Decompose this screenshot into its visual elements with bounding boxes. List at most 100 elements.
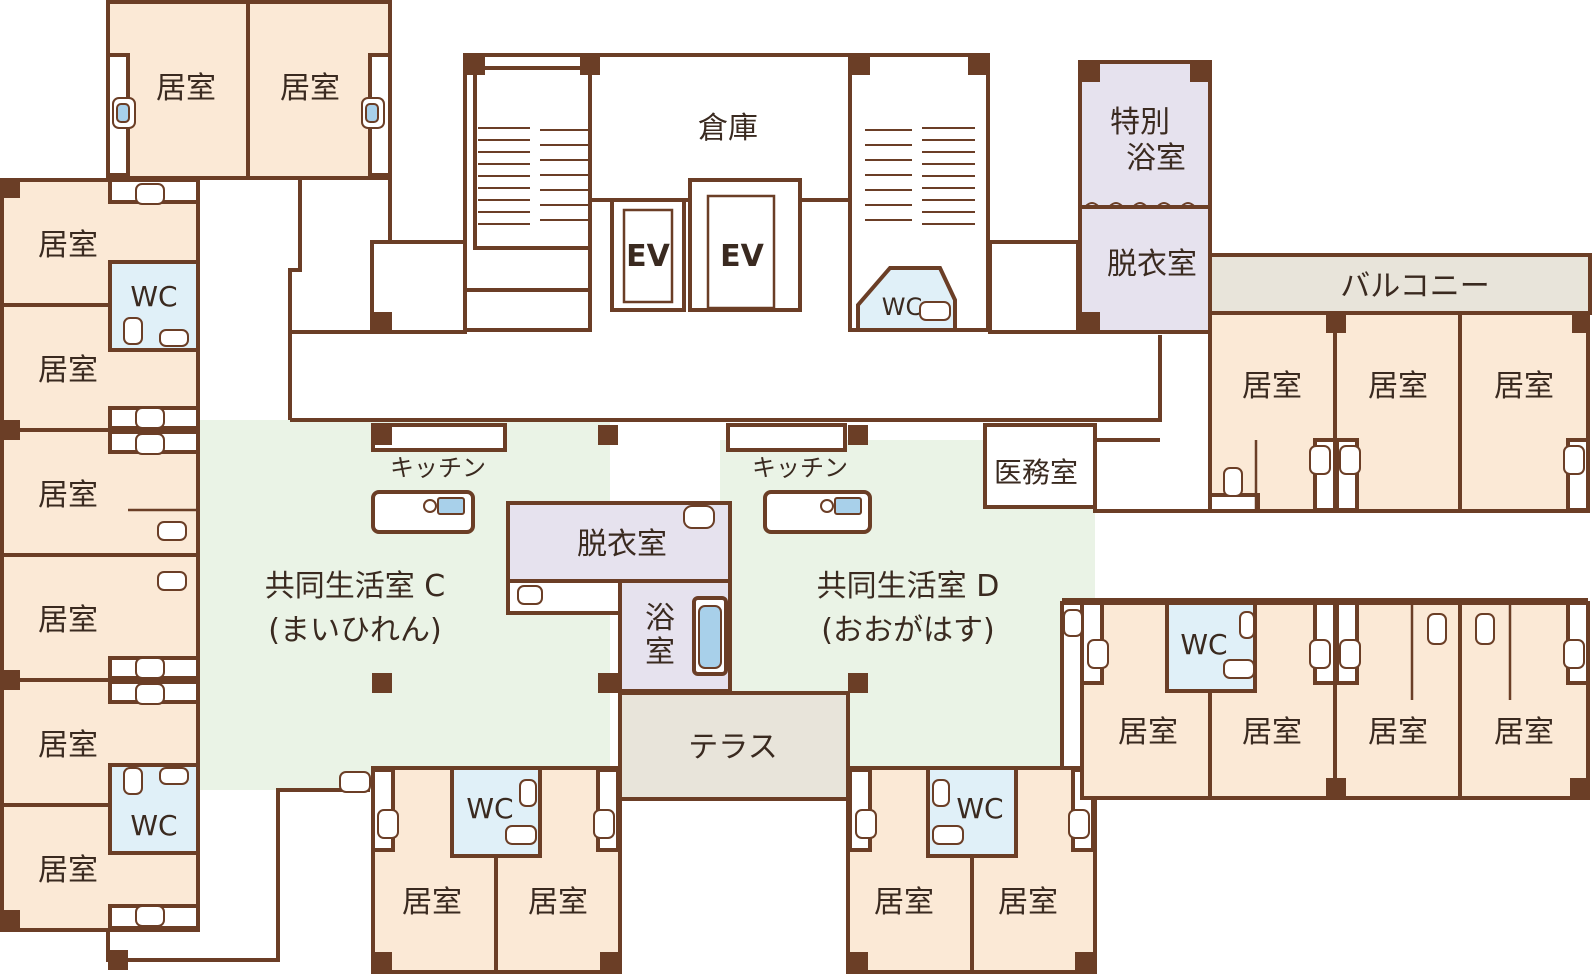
stairs-left xyxy=(463,53,592,332)
sink-icon xyxy=(855,809,877,839)
bedroom-top-left-1: 居室 xyxy=(106,0,250,180)
medical-label: 医務室 xyxy=(994,456,1078,489)
medical-room: 医務室 xyxy=(983,423,1097,509)
common-room-d-label: 共同生活室 D (おおがはす) xyxy=(817,569,1000,648)
toilet-icon xyxy=(157,521,187,541)
dressing-room-center: 脱衣室 xyxy=(506,501,732,583)
toilet-icon xyxy=(123,767,143,795)
toilet-icon xyxy=(1223,659,1255,679)
balcony: バルコニー xyxy=(1208,253,1592,315)
sink-icon xyxy=(339,771,371,793)
structural-pillars xyxy=(0,55,1590,972)
svg-text:共同生活室 C: 共同生活室 C xyxy=(265,569,445,604)
sink-icon xyxy=(159,329,189,347)
toilet-icon xyxy=(123,317,143,345)
wc-label: WC xyxy=(956,792,1003,825)
sink-icon xyxy=(1339,639,1361,669)
room-label: 居室 xyxy=(38,853,98,888)
wc-label: WC xyxy=(882,293,923,321)
kitchen-sink-icon xyxy=(437,497,465,515)
wc-label: WC xyxy=(130,280,177,313)
terrace: テラス xyxy=(618,691,850,801)
sink-icon xyxy=(1087,639,1109,669)
room-label: 居室 xyxy=(402,885,462,920)
toilet-icon xyxy=(517,585,543,605)
sink-icon xyxy=(377,809,399,839)
sink-icon xyxy=(135,683,165,705)
bathroom-center: 浴 室 xyxy=(618,579,732,693)
sink-icon xyxy=(159,767,189,785)
storage-label: 倉庫 xyxy=(698,111,758,146)
kitchen-d: キッチン xyxy=(726,423,872,534)
toilet-icon xyxy=(919,301,951,321)
room-label: 居室 xyxy=(156,71,216,106)
toilet-icon xyxy=(1427,613,1447,645)
right-lower-wing: WC 居室 居室 居室 居室 xyxy=(1060,601,1590,800)
room-label: 居室 xyxy=(1368,369,1428,404)
left-wing: WC WC 居室 居室 居室 居室 居室 居室 xyxy=(0,178,200,932)
terrace-label: テラス xyxy=(688,730,777,765)
bottom-left-wing: WC 居室 居室 xyxy=(339,766,622,974)
wc-top-center: WC xyxy=(856,266,957,332)
kitchen-sink-icon xyxy=(834,497,862,515)
sink-icon xyxy=(932,779,950,807)
kitchen-label: キッチン xyxy=(752,454,848,482)
room-label: 居室 xyxy=(874,885,934,920)
room-label: 居室 xyxy=(38,353,98,388)
room-label: 居室 xyxy=(38,478,98,513)
room-label: 居室 xyxy=(1242,715,1302,750)
elevator-2: EV xyxy=(688,178,802,312)
room-label: 居室 xyxy=(38,728,98,763)
small-wc-center xyxy=(506,579,622,615)
toilet-icon xyxy=(157,571,187,591)
wc-label: WC xyxy=(130,809,177,842)
special-bath: 特別 浴室 xyxy=(1078,60,1212,210)
sink-icon xyxy=(135,657,165,679)
toilet-icon xyxy=(1475,613,1495,645)
kitchen-label: キッチン xyxy=(390,454,486,482)
bottom-right-wing: WC 居室 居室 xyxy=(846,766,1097,974)
room-label: 居室 xyxy=(1368,715,1428,750)
sink-icon xyxy=(1063,609,1083,637)
kitchen-c: キッチン xyxy=(371,423,507,534)
special-bath-label: 特別 xyxy=(1110,105,1170,140)
room-label: 居室 xyxy=(1242,369,1302,404)
common-room-c-label: 共同生活室 C (まいひれん) xyxy=(265,569,445,648)
right-upper-wing: 居室 居室 居室 xyxy=(1208,311,1590,513)
bathtub-icon xyxy=(698,605,722,669)
wc-label: WC xyxy=(466,792,513,825)
sink-icon xyxy=(519,779,537,807)
special-bath-label: 浴室 xyxy=(1126,141,1186,176)
room-label: 居室 xyxy=(1494,369,1554,404)
room-label: 居室 xyxy=(38,603,98,638)
sink-icon xyxy=(683,505,715,529)
sink-icon xyxy=(135,407,165,429)
svg-text:(おおがはす): (おおがはす) xyxy=(821,613,994,648)
right-corridor-walls xyxy=(290,330,1588,602)
elevator-label: EV xyxy=(720,239,764,274)
room-label: 居室 xyxy=(38,228,98,263)
svg-text:(まいひれん): (まいひれん) xyxy=(268,613,441,648)
sink-icon xyxy=(1563,445,1585,475)
sink-icon xyxy=(135,433,165,455)
sink-icon xyxy=(1068,809,1090,839)
sink-icon xyxy=(1563,639,1585,669)
toilet-icon xyxy=(932,825,964,845)
sink-icon xyxy=(1309,639,1331,669)
room-label: 居室 xyxy=(1118,715,1178,750)
sink-icon xyxy=(593,809,615,839)
sink-icon xyxy=(135,905,165,927)
sink-icon xyxy=(1309,445,1331,475)
balcony-label: バルコニー xyxy=(1340,269,1489,304)
sink-icon xyxy=(1239,611,1255,639)
room-label: 居室 xyxy=(1494,715,1554,750)
elevator-label: EV xyxy=(626,239,670,274)
bedroom-top-left-2: 居室 xyxy=(246,0,392,180)
elevator-1: EV xyxy=(610,198,686,312)
toilet-icon xyxy=(505,825,537,845)
sink-icon xyxy=(135,183,165,205)
svg-text:共同生活室 D: 共同生活室 D xyxy=(817,569,1000,604)
bath-label: 浴 xyxy=(645,601,675,636)
toilet-icon xyxy=(1223,467,1243,497)
